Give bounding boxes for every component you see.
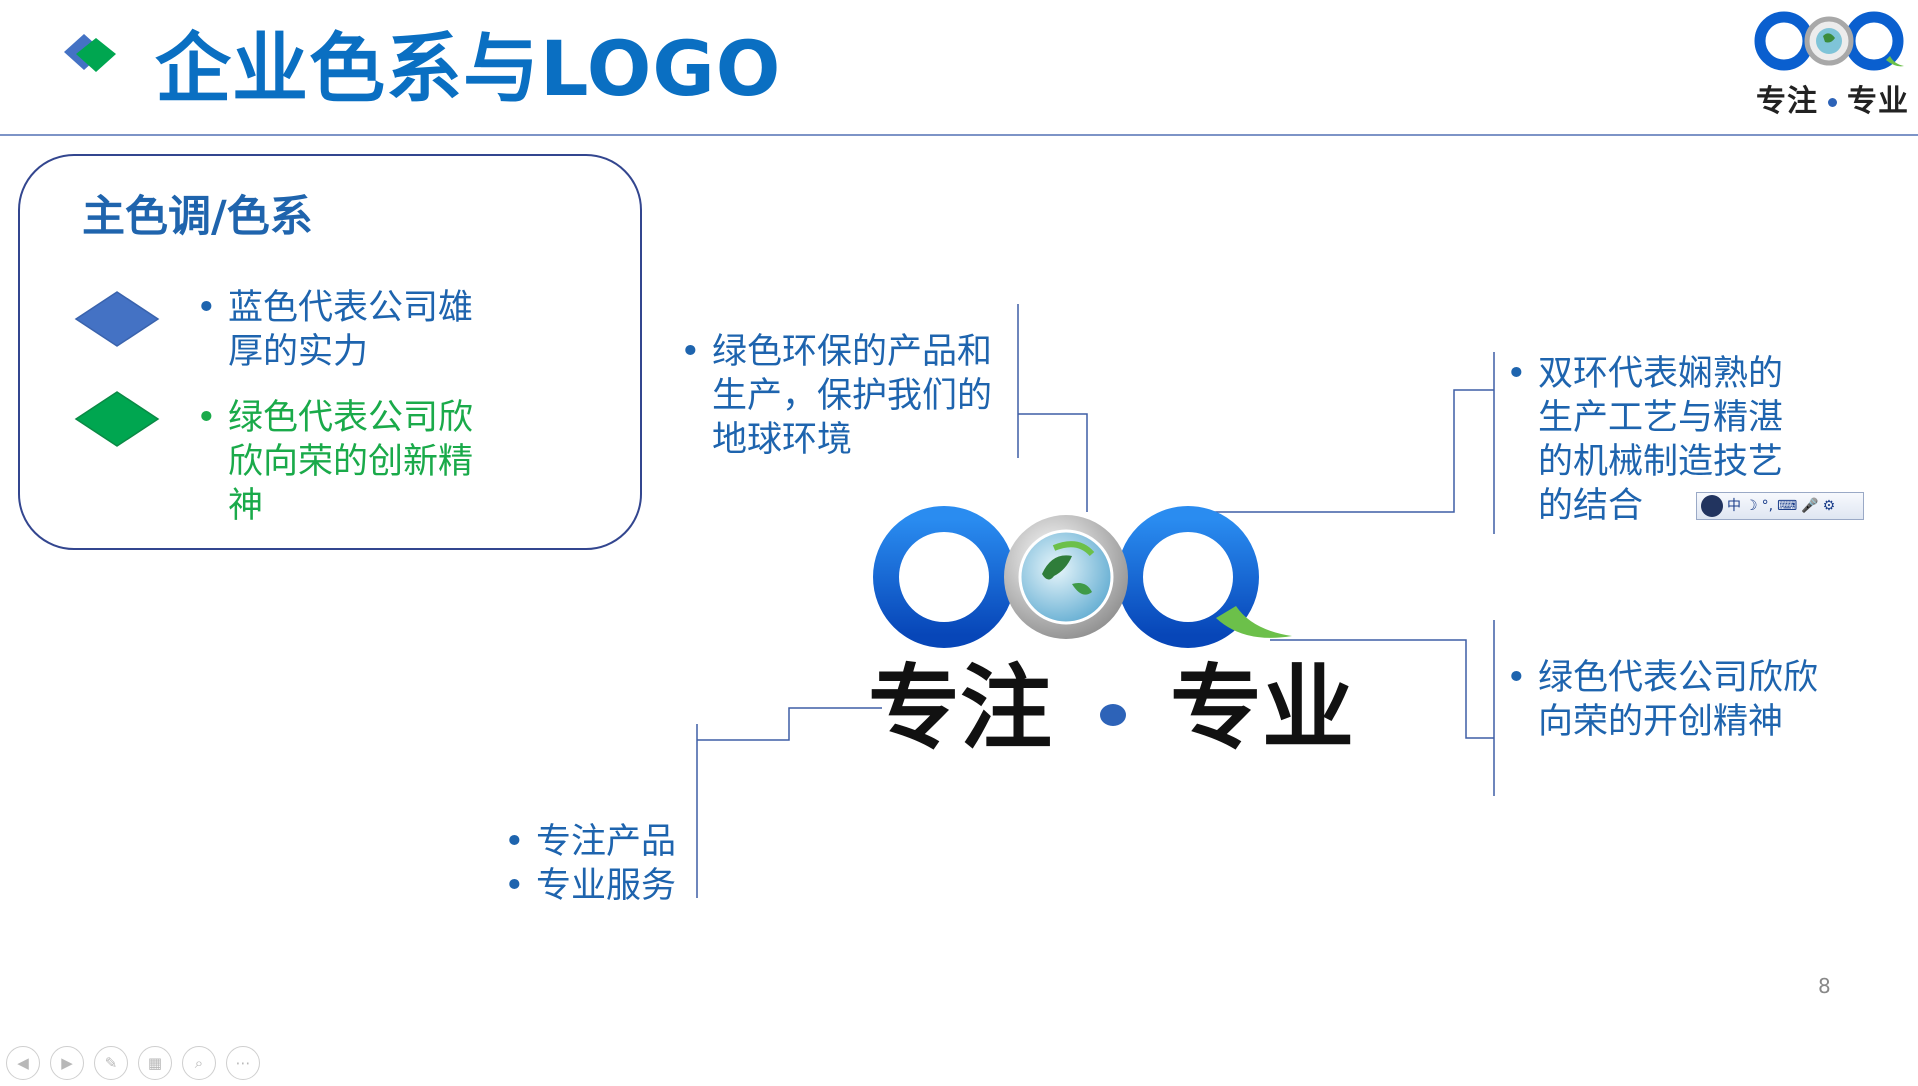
microphone-icon[interactable]: 🎤: [1801, 498, 1819, 514]
corner-logo-mark: [1754, 11, 1904, 71]
callout-eco: • 绿色环保的产品和生产，保护我们的地球环境: [680, 330, 1020, 470]
header-divider: [0, 134, 1918, 136]
list-item: • 专注产品: [504, 820, 704, 864]
prev-icon[interactable]: ◀: [6, 1046, 40, 1080]
page-number: 8: [1818, 974, 1831, 998]
ime-toolbar[interactable]: 中 ☽ °, ⌨ 🎤 ⚙: [1696, 492, 1864, 520]
green-diamond-icon: [74, 391, 160, 447]
panel-item-blue: • 蓝色代表公司雄厚的实力: [196, 286, 506, 376]
corner-slogan-right: 专业: [1847, 84, 1909, 119]
keyboard-icon[interactable]: ⌨: [1777, 498, 1798, 514]
panel-item-green-text: 绿色代表公司欣欣向荣的创新精神: [228, 398, 474, 526]
callout-eco-text: 绿色环保的产品和生产，保护我们的地球环境: [712, 332, 993, 460]
settings-icon[interactable]: ⚙: [1822, 498, 1836, 514]
page-title: 企业色系与LOGO: [155, 24, 782, 113]
bullet-dot: •: [680, 332, 701, 372]
bullet-dot: •: [1506, 658, 1527, 698]
callout-focus: • 专注产品 • 专业服务: [504, 820, 704, 912]
slide-header: 企业色系与LOGO 专注专业: [0, 0, 1918, 138]
corner-slogan-left: 专注: [1756, 84, 1818, 119]
corner-slogan: 专注专业: [1756, 76, 1909, 120]
main-logo-mark: [873, 506, 1292, 648]
pen-icon[interactable]: ✎: [94, 1046, 128, 1080]
callout-focus-service: 专业服务: [536, 866, 677, 906]
color-scheme-panel: 主色调/色系 • 蓝色代表公司雄厚的实力 • 绿色代表公司欣欣向荣的创新精神: [18, 154, 642, 550]
bullet-dot: •: [196, 398, 217, 438]
callout-rings: • 双环代表娴熟的生产工艺与精湛的机械制造技艺的结合: [1506, 352, 1806, 532]
next-icon[interactable]: ▶: [50, 1046, 84, 1080]
corner-logo: 专注专业: [1750, 8, 1910, 120]
bullet-dot: •: [504, 822, 525, 862]
blue-diamond-icon: [74, 291, 160, 347]
callout-rings-text: 双环代表娴熟的生产工艺与精湛的机械制造技艺的结合: [1538, 354, 1784, 526]
bullet-dot: •: [1506, 354, 1527, 394]
punctuation-icon[interactable]: °,: [1761, 498, 1774, 514]
ime-logo-icon[interactable]: [1701, 495, 1723, 517]
callout-green-text: 绿色代表公司欣欣向荣的开创精神: [1538, 658, 1819, 742]
callout-focus-product: 专注产品: [536, 822, 677, 862]
panel-item-blue-text: 蓝色代表公司雄厚的实力: [228, 288, 474, 372]
callout-green: • 绿色代表公司欣欣向荣的开创精神: [1506, 656, 1846, 746]
moon-icon[interactable]: ☽: [1745, 498, 1758, 514]
main-slogan: 专注 专业: [868, 658, 1354, 759]
ime-chinese-toggle[interactable]: 中: [1727, 498, 1741, 514]
header-diamond-icon: [64, 34, 116, 72]
zoom-icon[interactable]: ⌕: [182, 1046, 216, 1080]
list-item: • 专业服务: [504, 864, 704, 908]
panel-title: 主色调/色系: [82, 192, 313, 242]
slideshow-nav-bar: ◀ ▶ ✎ ▦ ⌕ ⋯: [6, 1046, 260, 1086]
bullet-dot: •: [504, 866, 525, 906]
main-slogan-right: 专业: [1170, 655, 1355, 762]
panel-item-green: • 绿色代表公司欣欣向荣的创新精神: [196, 396, 506, 536]
slogan-dot-icon: [1100, 703, 1127, 726]
slogan-dot-icon: [1828, 98, 1837, 107]
bullet-dot: •: [196, 288, 217, 328]
more-icon[interactable]: ⋯: [226, 1046, 260, 1080]
main-slogan-left: 专注: [868, 655, 1053, 762]
slides-icon[interactable]: ▦: [138, 1046, 172, 1080]
